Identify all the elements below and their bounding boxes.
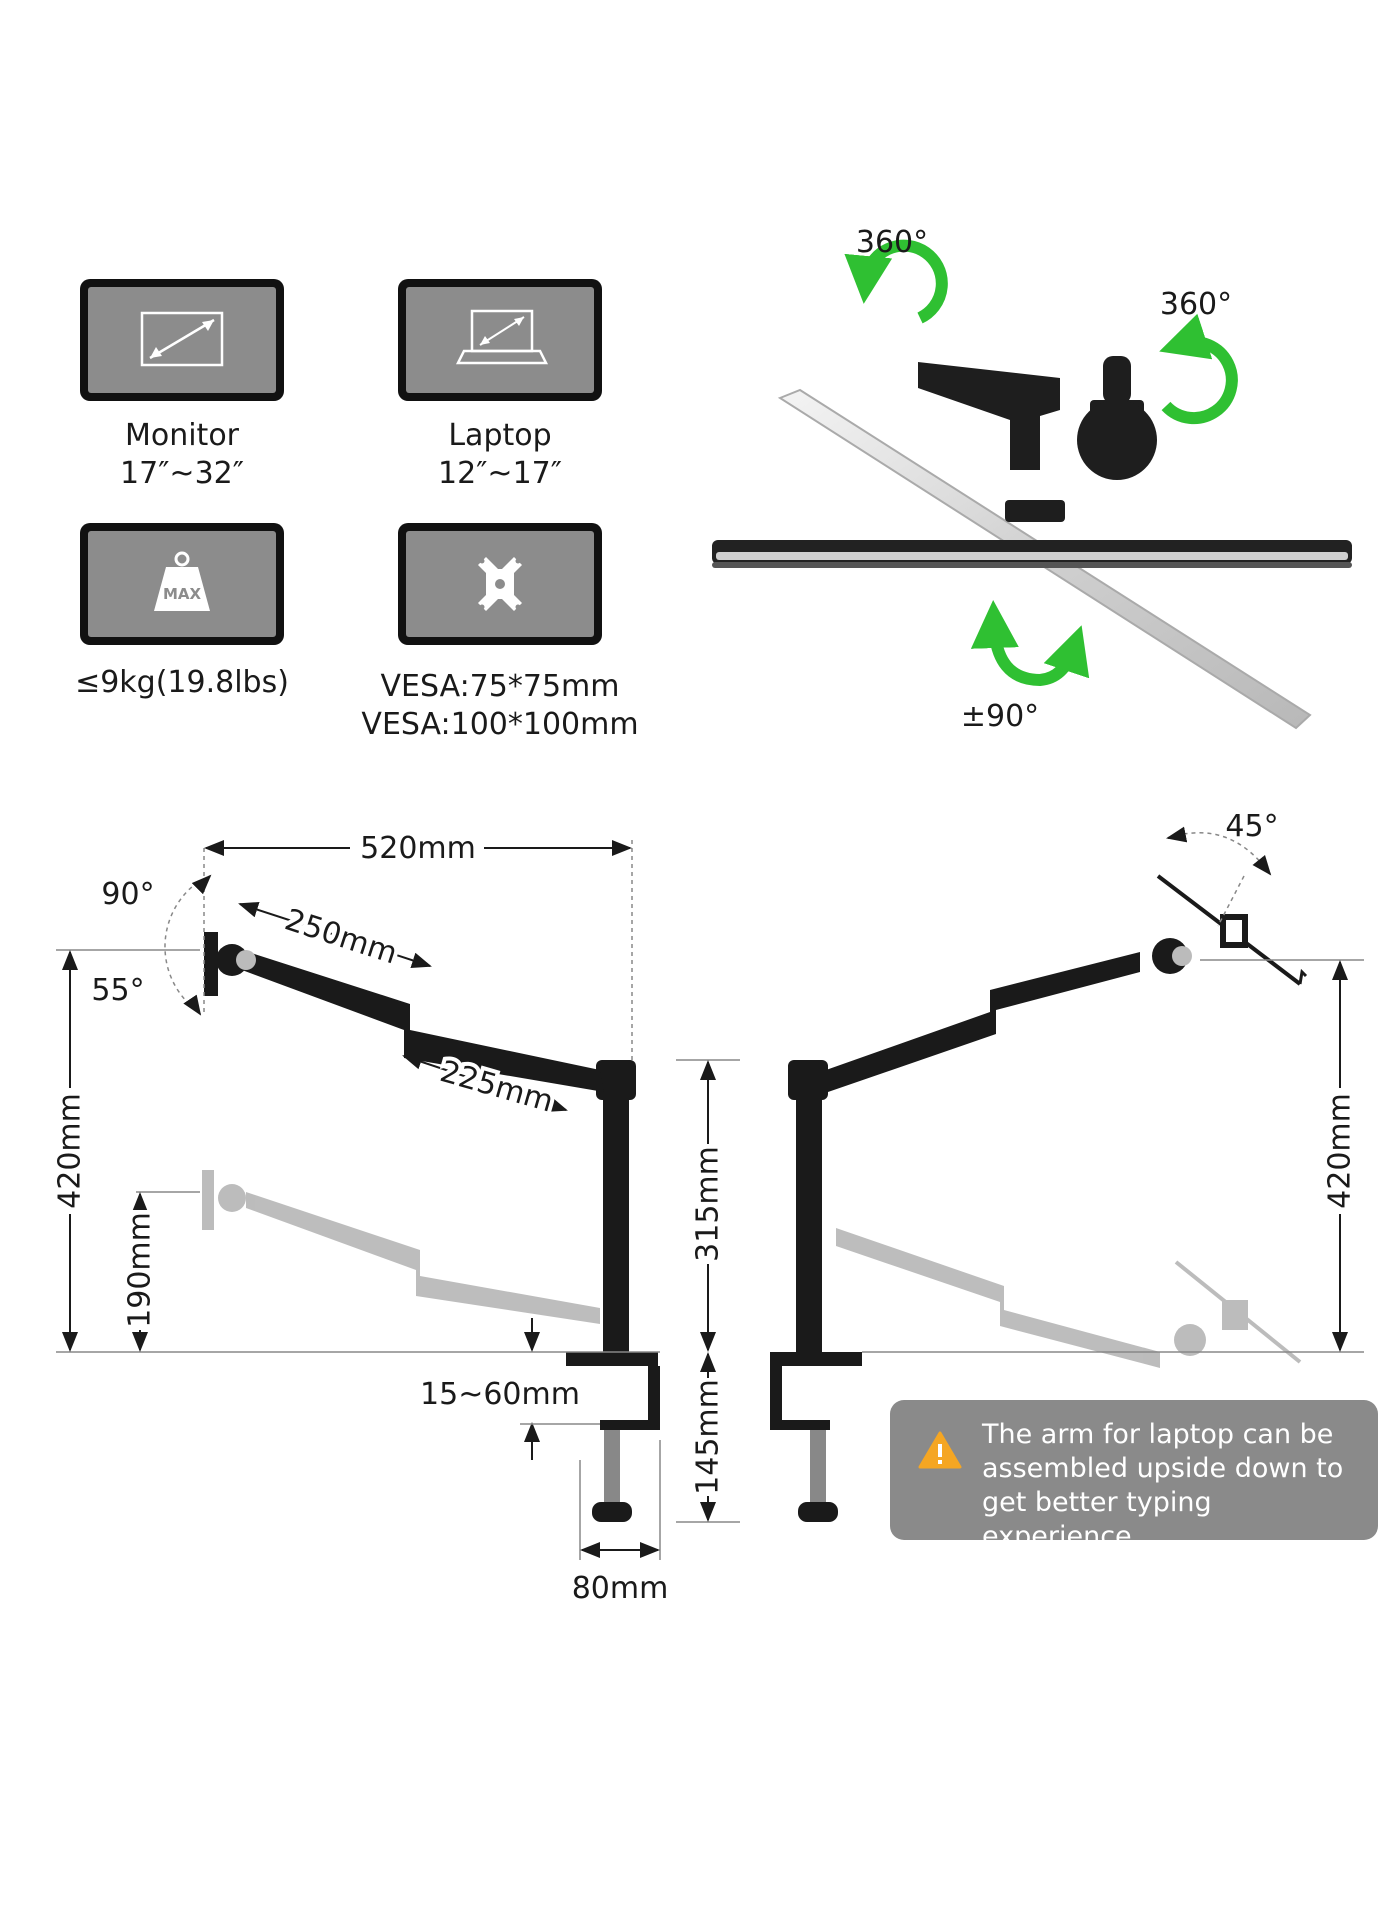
laptop-label: Laptop 12″~17″ — [438, 418, 562, 491]
tray-tilt-angle: 45° — [1225, 809, 1278, 844]
weight-label: ≤9kg(19.8lbs) — [75, 665, 289, 700]
weight-capacity-tile: MAX — [80, 523, 284, 645]
arm1-dimension: 250mm — [281, 902, 402, 971]
tilt-up-angle: 90° — [101, 877, 154, 912]
left-arm — [242, 950, 604, 1092]
right-clamp-body — [770, 1366, 830, 1430]
rotate-arrow — [970, 600, 1090, 687]
right-pole — [796, 1068, 822, 1352]
rotation-arm — [918, 362, 1060, 470]
right-arm — [826, 952, 1140, 1092]
pole-dimension: 315mm — [691, 1146, 726, 1262]
right-clamp-top-plate — [770, 1352, 862, 1366]
low-height-dimension: 190mm — [123, 1212, 158, 1328]
desk-thickness-dimension: 15~60mm — [420, 1377, 580, 1412]
swivel-top-arrow — [844, 239, 948, 324]
weight-icon-text: MAX — [163, 585, 202, 603]
monitor-size-tile — [80, 279, 284, 401]
swivel-top-label: 360° — [856, 225, 928, 260]
swivel-right-arrow — [1159, 313, 1238, 425]
left-pole — [603, 1068, 629, 1352]
weight-icon: MAX — [154, 551, 210, 611]
lowered-arm-ghost — [202, 1170, 600, 1324]
rotation-illustration: 360° 360° ±90° — [712, 225, 1352, 734]
left-dimension-diagram: 520mm 90° 55° 250mm 225mm 420mm 190mm 31… — [48, 826, 740, 1606]
diagonal-screen-icon — [140, 311, 224, 367]
rotation-pole-top — [1103, 356, 1131, 404]
clamp-depth-dimension: 145mm — [691, 1379, 726, 1495]
clamp-width-dimension: 80mm — [572, 1571, 669, 1606]
right-height-dimension: 420mm — [1323, 1093, 1358, 1209]
monitor-label: Monitor 17″~32″ — [120, 418, 244, 491]
laptop-tip-box: The arm for laptop can be assembled upsi… — [890, 1400, 1378, 1552]
laptop-tip-text: The arm for laptop can be assembled upsi… — [982, 1419, 1344, 1552]
right-clamp-knob — [798, 1502, 838, 1522]
lowered-laptop-arm-ghost — [836, 1228, 1302, 1368]
vesa-plate-icon — [478, 557, 522, 611]
height-dimension: 420mm — [53, 1093, 88, 1209]
vesa-tile — [398, 523, 602, 645]
left-vesa-head — [204, 932, 218, 996]
rotation-base — [1077, 400, 1157, 480]
swivel-right-label: 360° — [1160, 287, 1232, 322]
warning-icon — [918, 1431, 962, 1469]
clamp-body — [600, 1366, 660, 1430]
tilt-down-angle: 55° — [91, 973, 144, 1008]
rotate-label: ±90° — [961, 699, 1039, 734]
clamp-knob — [592, 1502, 632, 1522]
right-laptop-diagram: 45° 420mm — [770, 809, 1364, 1522]
vesa-label: VESA:75*75mm VESA:100*100mm — [361, 669, 639, 742]
clamp-top-plate — [566, 1352, 658, 1366]
reach-dimension: 520mm — [360, 831, 476, 866]
laptop-size-tile — [398, 279, 602, 401]
laptop-icon — [455, 309, 549, 365]
